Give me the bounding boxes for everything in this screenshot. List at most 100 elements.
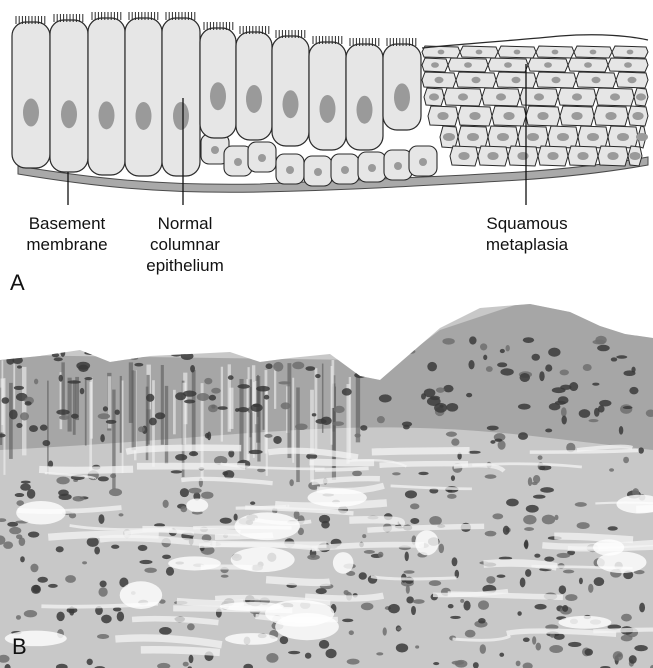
nucleus-blob bbox=[418, 472, 428, 475]
basal-nucleus bbox=[419, 158, 427, 166]
nucleus-blob bbox=[545, 364, 552, 371]
nucleus-blob bbox=[349, 630, 354, 635]
panel-a-letter: A bbox=[10, 270, 25, 296]
nucleus-blob bbox=[536, 643, 542, 651]
panel-a-diagram bbox=[0, 0, 653, 300]
nucleus-blob bbox=[251, 404, 263, 412]
nucleus-blob bbox=[98, 413, 110, 419]
nucleus-blob bbox=[25, 401, 32, 405]
nucleus-blob bbox=[405, 490, 417, 498]
nucleus-blob bbox=[585, 649, 593, 656]
nucleus-blob bbox=[503, 526, 510, 535]
nucleus-blob bbox=[565, 594, 577, 601]
nucleus-blob bbox=[17, 365, 22, 368]
squamous-nucleus bbox=[552, 77, 561, 83]
nucleus-blob bbox=[58, 490, 69, 497]
squamous-nucleus bbox=[431, 62, 439, 68]
columnar-nucleus bbox=[173, 102, 189, 130]
nucleus-blob bbox=[256, 386, 270, 392]
nucleus-blob bbox=[579, 409, 591, 418]
squamous-nucleus bbox=[487, 152, 498, 160]
nucleus-blob bbox=[485, 474, 497, 478]
nucleus-blob bbox=[155, 412, 165, 419]
nucleus-blob bbox=[523, 637, 530, 641]
nucleus-blob bbox=[347, 659, 360, 665]
nucleus-blob bbox=[187, 623, 195, 630]
nucleus-blob bbox=[106, 420, 117, 424]
columnar-label-line-3: epithelium bbox=[130, 255, 240, 276]
stromal-fiber bbox=[39, 469, 133, 470]
squamous-nucleus bbox=[514, 50, 521, 55]
stromal-space bbox=[16, 501, 66, 524]
squamous-nucleus bbox=[577, 152, 588, 160]
columnar-streak bbox=[85, 380, 87, 446]
squamous-nucleus bbox=[504, 62, 512, 68]
squamous-nucleus bbox=[443, 133, 455, 141]
columnar-streak bbox=[253, 382, 255, 458]
nucleus-blob bbox=[524, 541, 529, 548]
nucleus-blob bbox=[326, 649, 337, 658]
panel-b-letter: B bbox=[12, 634, 27, 660]
nucleus-blob bbox=[411, 606, 416, 615]
nucleus-blob bbox=[486, 576, 495, 583]
nucleus-blob bbox=[558, 396, 569, 404]
squamous-nucleus bbox=[592, 77, 601, 83]
squamous-nucleus bbox=[607, 152, 618, 160]
nucleus-blob bbox=[639, 603, 645, 613]
squamous-nucleus bbox=[527, 133, 539, 141]
columnar-nucleus bbox=[283, 90, 299, 118]
nucleus-blob bbox=[144, 568, 157, 573]
columnar-streak bbox=[73, 380, 76, 435]
nucleus-blob bbox=[220, 518, 232, 524]
nucleus-blob bbox=[532, 636, 536, 644]
nucleus-blob bbox=[278, 381, 290, 384]
nucleus-blob bbox=[149, 418, 157, 426]
stromal-fiber bbox=[554, 536, 633, 540]
nucleus-blob bbox=[138, 426, 145, 432]
nucleus-blob bbox=[87, 659, 93, 665]
basal-nucleus bbox=[234, 158, 242, 166]
squamous-nucleus bbox=[476, 50, 483, 55]
nucleus-blob bbox=[73, 496, 85, 501]
nucleus-blob bbox=[588, 584, 593, 593]
nucleus-blob bbox=[82, 561, 87, 564]
columnar-nucleus bbox=[23, 99, 39, 127]
nucleus-blob bbox=[448, 604, 454, 608]
nucleus-blob bbox=[577, 522, 590, 529]
nucleus-blob bbox=[446, 432, 457, 437]
basement-membrane-label: Basement membrane bbox=[2, 213, 132, 255]
columnar-nucleus bbox=[99, 101, 115, 129]
squamous-metaplasia-label: Squamous metaplasia bbox=[462, 213, 592, 255]
nucleus-blob bbox=[289, 479, 293, 486]
nucleus-blob bbox=[500, 368, 513, 375]
nucleus-blob bbox=[506, 499, 519, 507]
nucleus-blob bbox=[27, 489, 35, 499]
squamous-nucleus bbox=[552, 50, 559, 55]
nucleus-blob bbox=[188, 488, 201, 494]
nucleus-blob bbox=[557, 553, 571, 558]
squamous-nucleus bbox=[458, 93, 468, 100]
columnar-streak bbox=[346, 384, 349, 464]
nucleus-blob bbox=[315, 374, 321, 378]
columnar-nucleus bbox=[61, 100, 77, 128]
squamous-nucleus bbox=[472, 77, 481, 83]
nucleus-blob bbox=[392, 472, 401, 475]
columnar-streak bbox=[22, 367, 26, 455]
columnar-streak bbox=[13, 364, 15, 409]
nucleus-blob bbox=[292, 362, 304, 370]
nucleus-blob bbox=[100, 581, 107, 588]
nucleus-blob bbox=[451, 438, 459, 445]
columnar-streak bbox=[3, 378, 5, 475]
nucleus-blob bbox=[87, 537, 99, 547]
columnar-streak bbox=[192, 370, 196, 455]
nucleus-blob bbox=[312, 413, 317, 416]
nucleus-blob bbox=[332, 421, 344, 426]
nucleus-blob bbox=[54, 357, 63, 361]
squamous-label-line-2: metaplasia bbox=[462, 234, 592, 255]
nucleus-blob bbox=[98, 514, 104, 524]
nucleus-blob bbox=[534, 604, 546, 610]
nucleus-blob bbox=[115, 409, 120, 414]
nucleus-blob bbox=[78, 365, 88, 372]
nucleus-blob bbox=[307, 555, 320, 560]
nucleus-blob bbox=[518, 404, 531, 410]
